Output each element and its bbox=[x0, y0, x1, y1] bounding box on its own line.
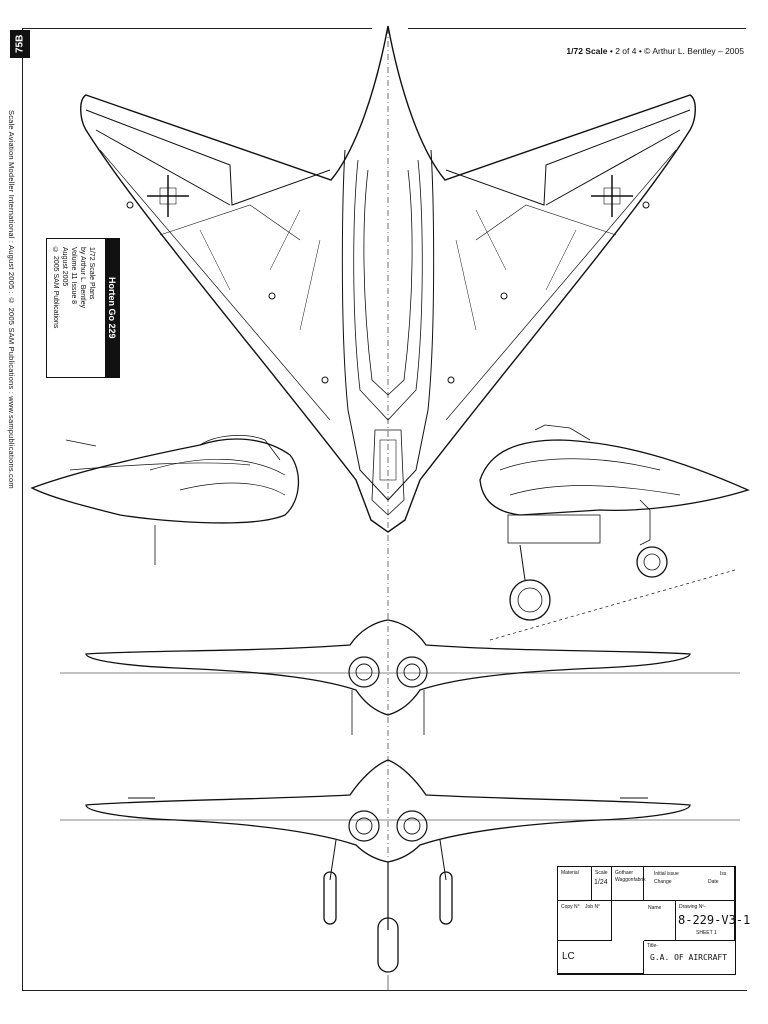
copy-no-label: Copy N° bbox=[561, 904, 580, 910]
title-line-1: 1/72 Scale Plans bbox=[88, 247, 95, 300]
title-box-credits: 1/72 Scale Plans by Arthur L. Bentley Vo… bbox=[51, 247, 96, 328]
revision-issue: Iss bbox=[720, 871, 727, 877]
title-box-heading: Horten Go 229 bbox=[105, 239, 119, 377]
sheet-label: SHEET 1 bbox=[696, 930, 717, 936]
border-top-right bbox=[408, 28, 746, 29]
drawing-number: 8-229-V3-1 bbox=[678, 913, 751, 927]
revision-change: Change bbox=[654, 879, 672, 885]
drawing-no-cell bbox=[676, 901, 735, 941]
company-name: Gothaer bbox=[615, 870, 634, 876]
title-line-3: Volume 11 Issue 8 bbox=[70, 247, 77, 305]
company-name-2: Waggonfabrik bbox=[615, 877, 646, 883]
material-cell bbox=[558, 867, 592, 901]
title-box: Horten Go 229 1/72 Scale Plans by Arthur… bbox=[46, 238, 120, 378]
scale-label-block: Scale bbox=[595, 870, 608, 876]
side-credit: Scale Aviation Modeller International : … bbox=[7, 110, 16, 489]
perspective-view-left bbox=[30, 435, 300, 565]
title-line-2: by Arthur L. Bentley bbox=[79, 247, 86, 309]
name-label: Name bbox=[648, 905, 662, 911]
title-label: Title- bbox=[647, 943, 658, 949]
perspective-view-right bbox=[479, 424, 750, 641]
revision-initial: Initial issue bbox=[654, 871, 679, 877]
drawing-no-label: Drawing Nº- bbox=[679, 904, 706, 910]
signature-cell bbox=[644, 901, 676, 941]
job-no-label: Job N° bbox=[585, 904, 601, 910]
lc-mark: LC bbox=[562, 951, 575, 962]
revision-date: Date bbox=[708, 879, 719, 885]
scale-cell bbox=[592, 867, 612, 901]
drawing-title-block: Material Scale 1/24 Gothaer Waggonfabrik… bbox=[557, 866, 750, 975]
revision-cell bbox=[644, 867, 735, 901]
front-view bbox=[60, 759, 740, 990]
rear-view bbox=[60, 619, 740, 735]
scale-value: 1/24 bbox=[594, 879, 608, 886]
scale-label: 1/72 Scale bbox=[566, 46, 608, 56]
drawing-title: G.A. OF AIRCRAFT bbox=[650, 953, 728, 962]
lc-cell bbox=[558, 941, 644, 974]
copy-cell bbox=[558, 901, 612, 941]
scale-copyright: • 2 of 4 • © Arthur L. Bentley – 2005 bbox=[607, 46, 744, 56]
title-line-5: © 2005 SAM Publications bbox=[52, 247, 59, 329]
title-line-4: August 2005 bbox=[61, 247, 68, 287]
scale-line: 1/72 Scale • 2 of 4 • © Arthur L. Bentle… bbox=[566, 46, 744, 56]
material-label: Material bbox=[561, 870, 579, 876]
plan-view bbox=[80, 25, 696, 533]
border-top-left bbox=[22, 28, 372, 29]
company-cell bbox=[612, 867, 644, 901]
page-frame bbox=[22, 28, 747, 991]
